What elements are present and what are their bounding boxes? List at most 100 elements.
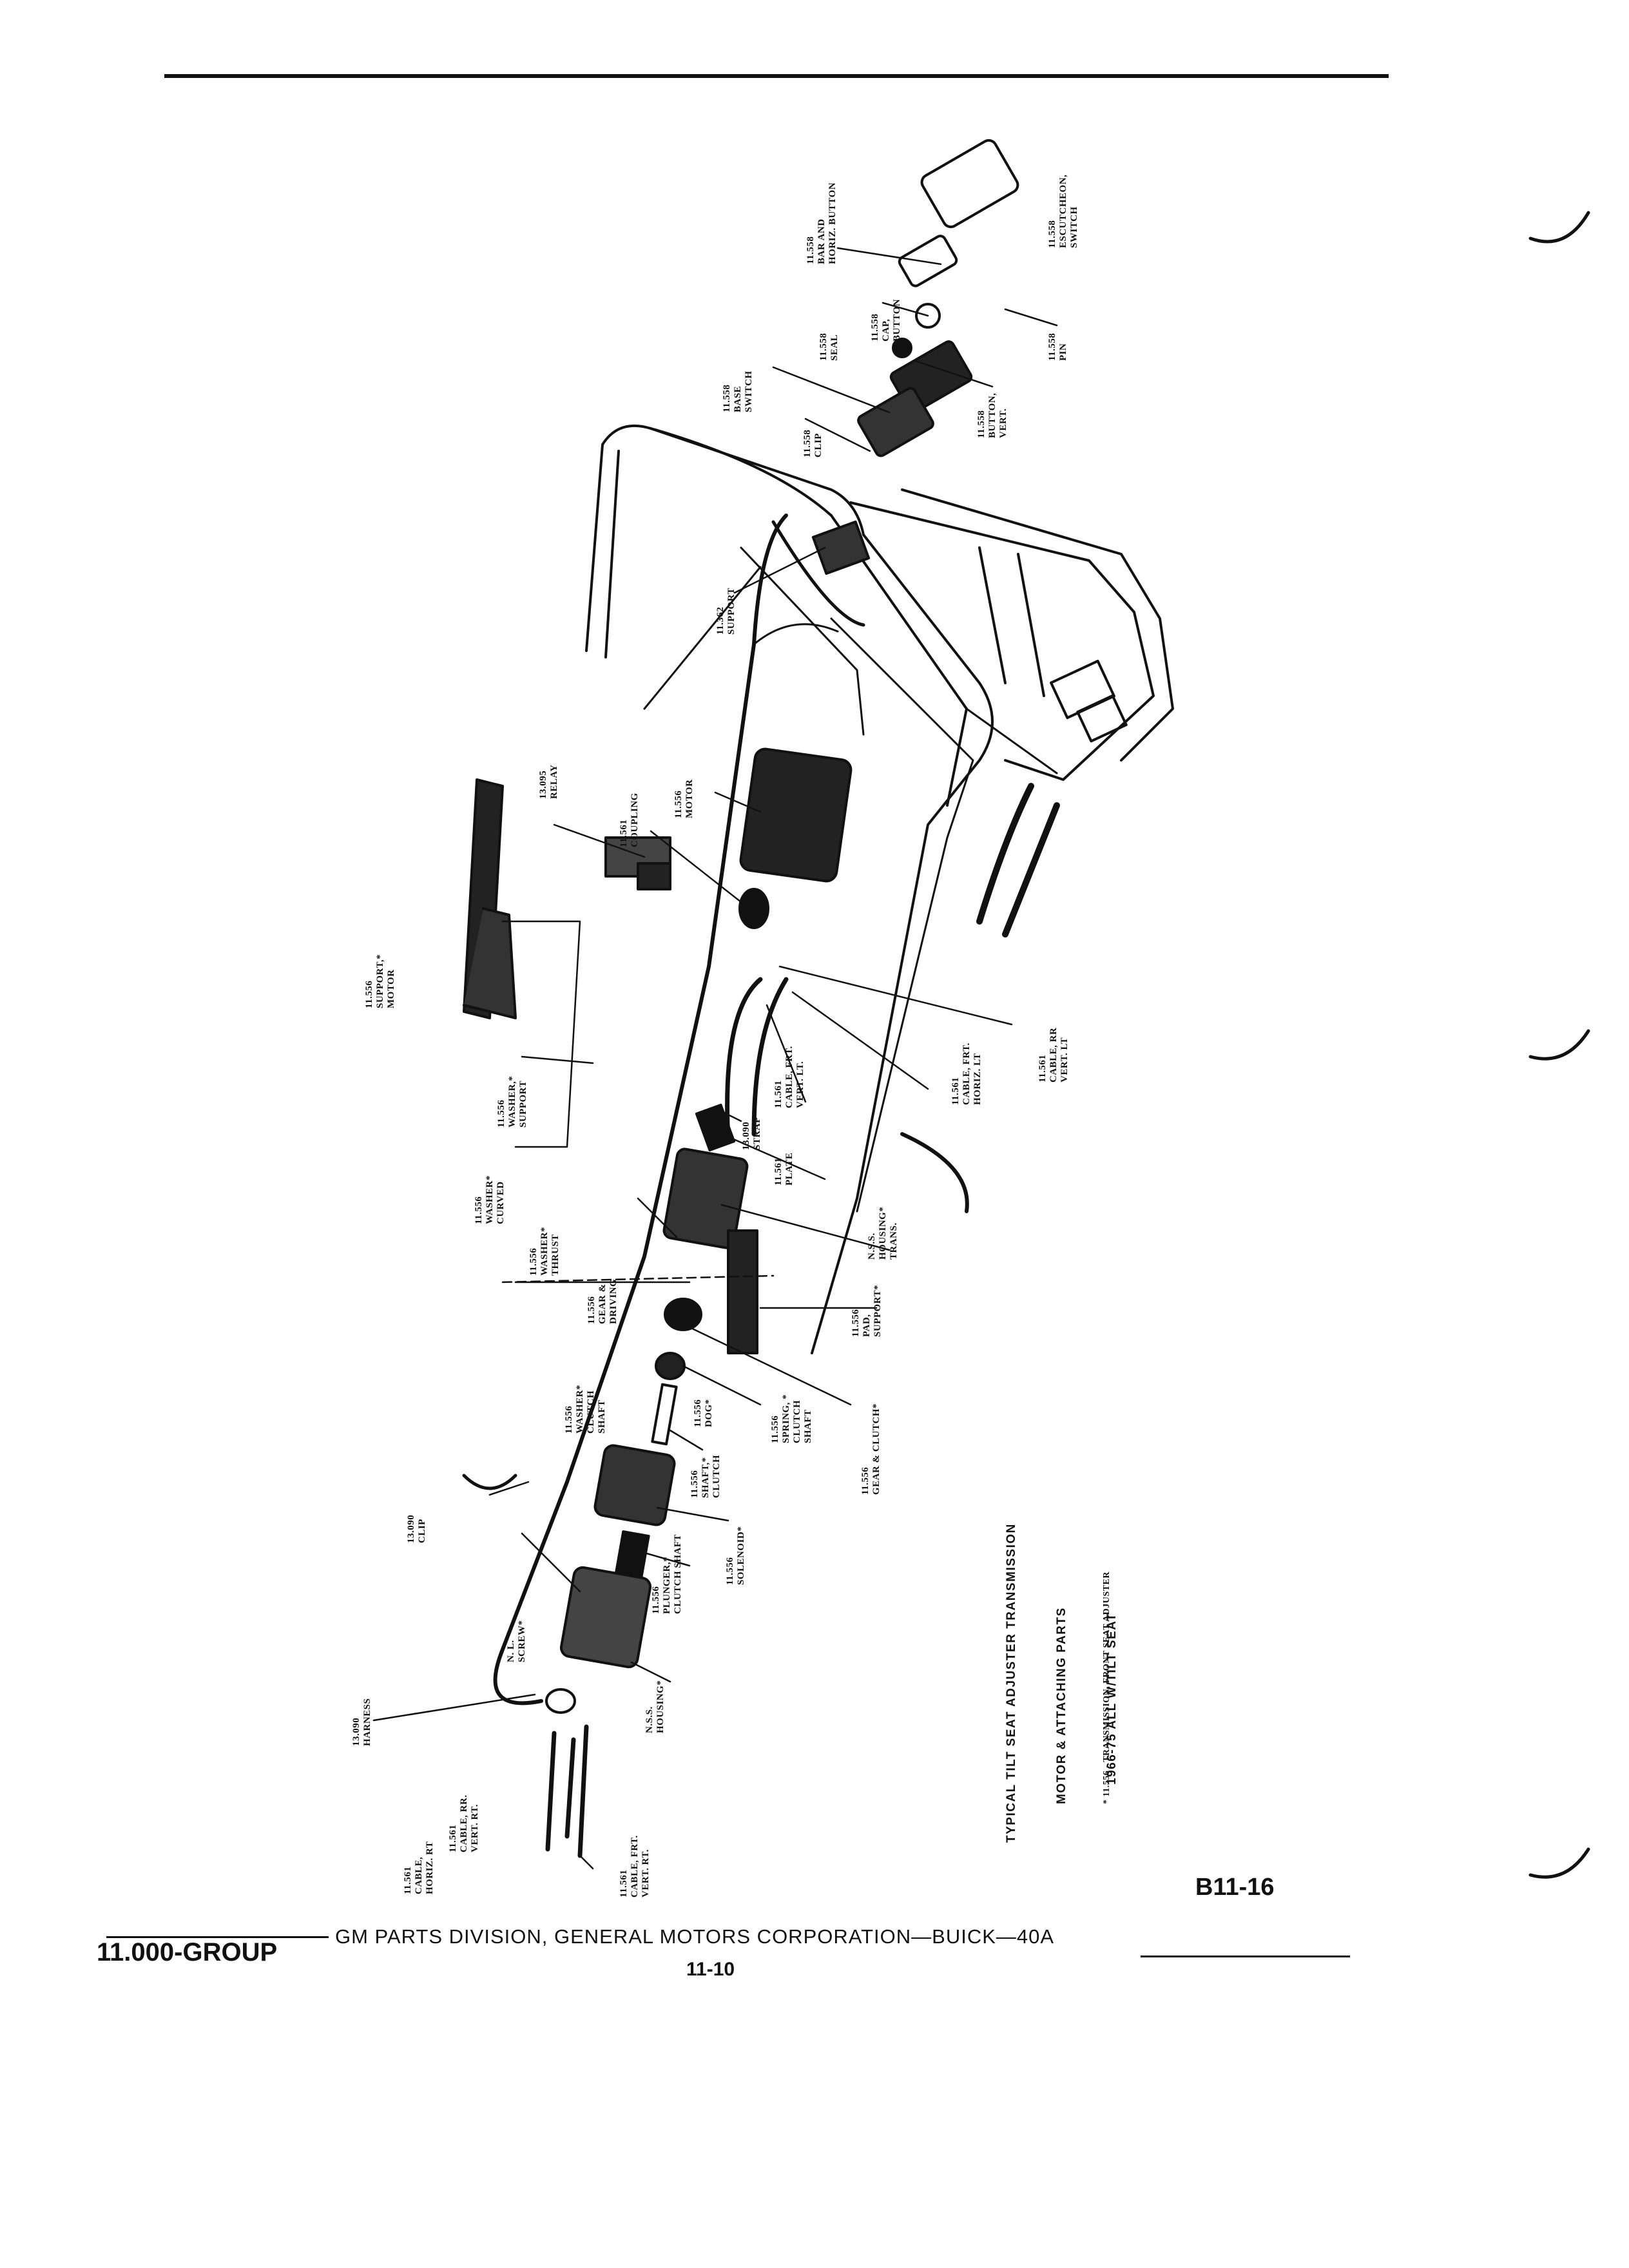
part-label-line: MOTOR [386,969,396,1008]
part-label-line: 11.556 [496,1099,506,1128]
part-label-line: CAP, [881,318,891,341]
part-label-line: 13.095 [538,770,548,799]
part-label-line: 11.558 [818,332,829,361]
part-label-line: CLUTCH SHAFT [673,1534,683,1614]
part-label-line: SWITCH [1069,206,1079,248]
figure-number: B11-16 [1195,1874,1275,1901]
part-label-line: WASHER,* [507,1075,517,1128]
part-label-line: 11.561 [773,1080,784,1108]
part-label-line: SHAFT [803,1409,813,1443]
caption-line-1: TYPICAL TILT SEAT ADJUSTER TRANSMISSION [1005,1523,1018,1843]
solenoid-part [593,1444,676,1526]
part-label-line: 11.556 [860,1466,871,1495]
part-label-line: SWITCH [744,370,754,412]
part-label-line: BASE [733,385,743,412]
part-label-line: GEAR & [597,1283,608,1324]
part-label-line: SUPPORT [726,588,737,635]
part-label-line: 11.556 [364,980,374,1008]
part-label-line: CURVED [496,1181,506,1224]
part-label-line: BUTTON [892,298,902,341]
part-label-line: 11.362 [715,606,726,635]
part-label-line: SHAFT,* [700,1457,711,1498]
part-label-line: CLUTCH [792,1399,802,1443]
part-label-line: BAR AND [816,218,827,264]
part-label-line: CLIP [417,1519,427,1543]
part-label-line: VERT. LT [1059,1037,1070,1082]
part-label-line: VERT. RT. [470,1804,480,1852]
part-label-line: 11.561 [950,1077,961,1105]
part-label-line: 11.561 [1037,1054,1048,1082]
part-label-line: 11.561 [448,1824,458,1852]
part-label-line: TRANS. [889,1222,899,1260]
part-label-line: SHAFT [597,1399,607,1434]
part-label-line: GEAR & CLUTCH* [871,1403,882,1495]
transmission-housing-part [662,1148,749,1249]
part-label-line: 11.561 [773,1157,784,1186]
part-label-line: CLIP [813,433,824,457]
part-label-line: DRIVING [608,1278,619,1324]
part-label-nss-housing: N.S.S.HOUSING* [644,1680,666,1733]
harness-part [493,514,788,1706]
part-label-line: CABLE, RR [1048,1027,1059,1082]
part-label-line: 11.556 [586,1296,597,1324]
diagram-caption: TYPICAL TILT SEAT ADJUSTER TRANSMISSION … [970,1523,1137,1843]
part-label-line: 11.558 [976,410,987,438]
part-label-line: N. L. [506,1640,516,1662]
part-label-line: CABLE, FRT. [961,1043,972,1105]
part-label-line: 13.090 [741,1121,751,1150]
part-label-line: SPRING, * [781,1394,791,1443]
part-label-line: CABLE, RR. [459,1794,469,1852]
escutcheon-switch-part [920,139,1019,229]
part-label-line: SUPPORT,* [375,954,385,1008]
part-label-line: 11.556 [673,790,684,818]
part-label-line: 11.558 [870,313,880,341]
part-label-line: WASHER* [485,1175,495,1224]
part-label-line: N.S.S. [867,1233,877,1260]
part-label-line: HORIZ. BUTTON [827,182,838,264]
part-label-line: 11.556 [693,1399,703,1427]
part-label-line: CABLE, FRT. [784,1046,795,1108]
part-label-line: COUPLING [630,793,640,847]
part-label-line: THRUST [550,1234,561,1276]
part-label-line: PIN [1058,343,1068,361]
footer-rule-left [106,1936,329,1938]
part-label-line: 11.556 [725,1557,735,1585]
part-label-line: WASHER* [575,1384,585,1434]
part-label-line: SUPPORT* [872,1285,883,1337]
part-label-line: ESCUTCHEON, [1058,174,1068,248]
cable-rr-vert-lt-part [976,783,1034,925]
part-label-line: 11.556 [564,1405,574,1434]
part-label-line: HARNESS [362,1698,372,1746]
part-label-line: 11.561 [403,1866,413,1894]
part-label-line: 11.556 [651,1586,661,1614]
part-label-nl-screw: N. L.SCREW* [506,1620,528,1662]
part-label-line: 13.090 [406,1514,416,1543]
part-label-line: 11.561 [619,819,629,847]
part-label-line: RELAY [549,764,559,799]
part-label-line: 11.556 [851,1309,861,1337]
footer-division-line: GM PARTS DIVISION, GENERAL MOTORS CORPOR… [335,1925,1055,1948]
part-label-line: 11.556 [689,1470,700,1498]
